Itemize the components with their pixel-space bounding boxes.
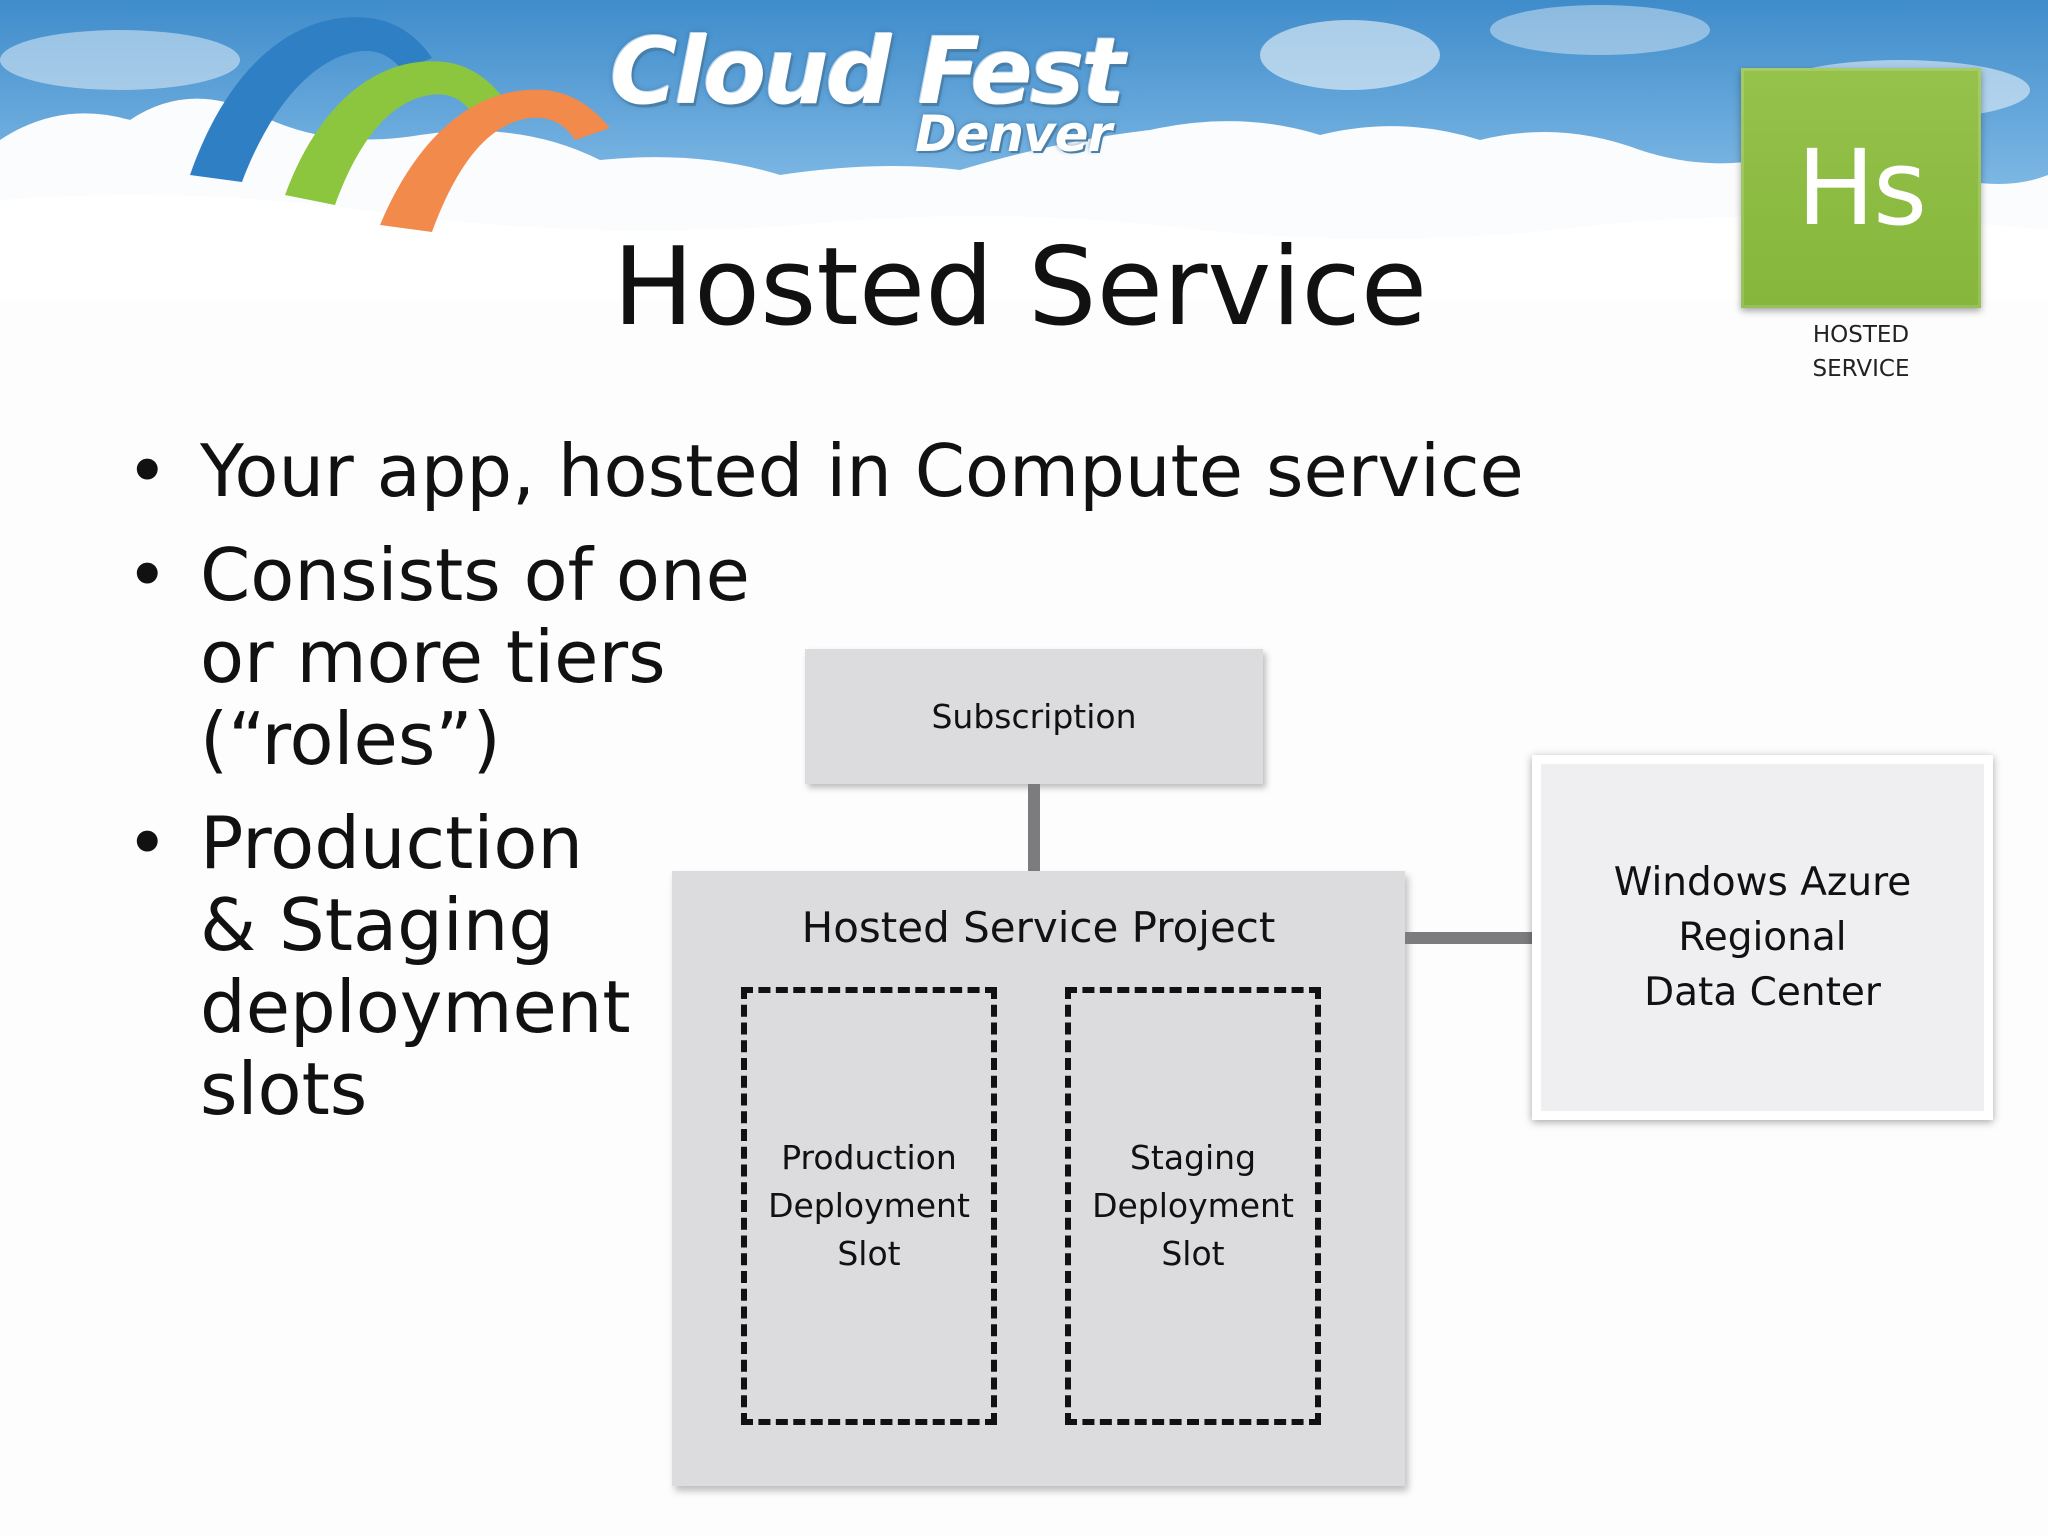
production-slot-line-1: Production	[781, 1138, 957, 1177]
slide-title: Hosted Service	[612, 225, 1428, 350]
brand-title: Cloud Fest	[610, 18, 1125, 125]
hosted-service-icon: Hs	[1741, 68, 1981, 308]
hosted-service-project-box: Hosted Service Project Production Deploy…	[672, 871, 1405, 1486]
staging-slot-line-1: Staging	[1129, 1138, 1257, 1177]
datacenter-box: Windows Azure Regional Data Center	[1532, 755, 1993, 1120]
production-slot-line-2: Deployment	[768, 1186, 970, 1225]
datacenter-line-2: Regional	[1678, 915, 1847, 960]
bullet-item: • Your app, hosted in Compute service	[120, 430, 1524, 512]
bullet-dot: •	[126, 533, 169, 617]
staging-slot-line-3: Slot	[1161, 1234, 1225, 1273]
arch-logo	[190, 17, 610, 232]
production-slot-line-3: Slot	[837, 1234, 901, 1273]
bullet-text: Consists of one or more tiers (“roles”)	[200, 533, 750, 781]
production-slot-box: Production Deployment Slot	[741, 987, 997, 1425]
bullet-item: • Production & Staging deployment slots	[120, 802, 1524, 1130]
datacenter-line-3: Data Center	[1644, 970, 1881, 1015]
production-slot-label: Production Deployment Slot	[768, 1134, 970, 1278]
datacenter-line-1: Windows Azure	[1613, 860, 1912, 905]
header-banner: Cloud Fest Denver	[0, 0, 2048, 300]
staging-slot-label: Staging Deployment Slot	[1092, 1134, 1294, 1278]
subscription-box: Subscription	[805, 649, 1263, 784]
project-datacenter-connector	[1405, 932, 1535, 944]
bullet-list: • Your app, hosted in Compute service • …	[120, 430, 1524, 1152]
bullet-text: Production & Staging deployment slots	[200, 801, 631, 1131]
staging-slot-box: Staging Deployment Slot	[1065, 987, 1321, 1425]
bullet-text: Your app, hosted in Compute service	[200, 429, 1524, 513]
icon-caption-line-1: HOSTED	[1812, 322, 1910, 348]
subscription-project-connector	[1028, 784, 1040, 872]
hosted-service-icon-caption: HOSTED SERVICE	[1741, 318, 1981, 386]
sky-clouds-background	[0, 0, 2048, 300]
bullet-dot: •	[126, 429, 169, 513]
bullet-dot: •	[126, 801, 169, 885]
icon-caption-line-2: SERVICE	[1812, 356, 1910, 382]
subscription-label: Subscription	[931, 697, 1137, 736]
datacenter-label: Windows Azure Regional Data Center	[1614, 855, 1912, 1020]
hosted-service-icon-abbr: Hs	[1796, 127, 1927, 249]
project-title: Hosted Service Project	[801, 903, 1276, 952]
bullet-item: • Consists of one or more tiers (“roles”…	[120, 534, 1524, 780]
brand-subtitle: Denver	[915, 105, 1112, 163]
staging-slot-line-2: Deployment	[1092, 1186, 1294, 1225]
